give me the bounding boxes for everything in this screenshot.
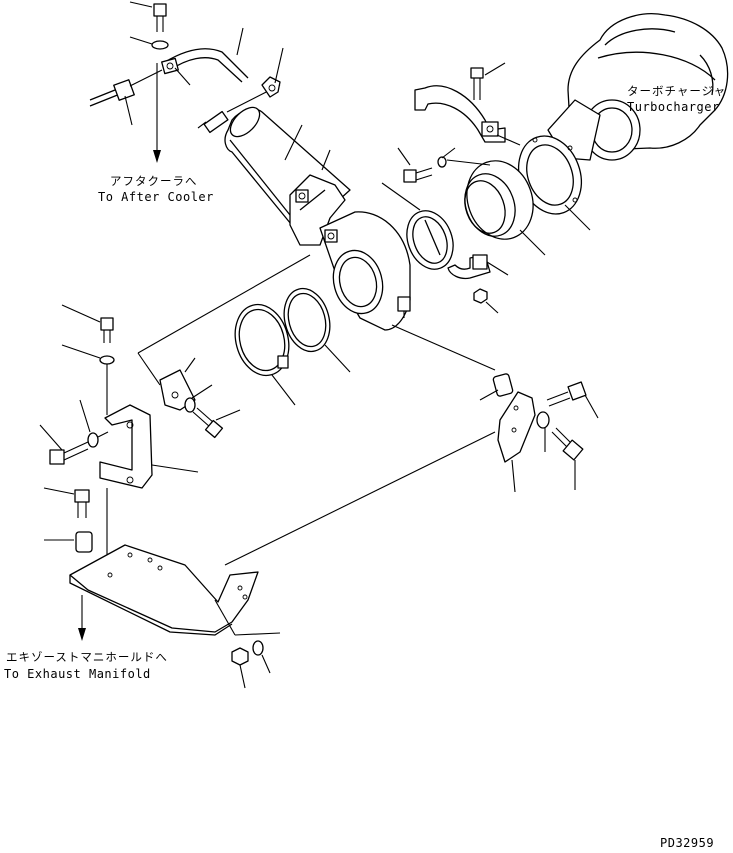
hose-washer	[151, 40, 169, 50]
turbo-gasket	[518, 135, 582, 215]
pipe-ring-large	[234, 303, 290, 377]
small-bracket-bolt	[192, 407, 224, 439]
clamp-bolt-top	[470, 67, 484, 100]
aftercooler-arrow-head	[153, 150, 161, 163]
right-bolt-lower	[551, 427, 584, 461]
plate-washer	[252, 640, 264, 656]
hose-elbow	[261, 76, 281, 98]
exhaust-arrow-head	[78, 628, 86, 641]
plate-nut	[231, 647, 249, 666]
small-bracket-washer	[184, 397, 196, 413]
base-plate	[69, 544, 259, 636]
pipe-ring-small	[283, 287, 331, 353]
turbocharger-label-jp: ターボチャージャ	[627, 84, 727, 98]
l-bracket	[99, 404, 153, 489]
turbocharger-label-en: Turbocharger	[627, 100, 720, 114]
right-spacer	[492, 373, 514, 397]
hose-bolt	[153, 3, 167, 32]
clamp-nut	[473, 288, 488, 304]
adapter-flange	[464, 160, 534, 240]
flange-bolt	[403, 156, 447, 183]
drawing-number: PD32959	[660, 836, 715, 850]
exhaust-label-en: To Exhaust Manifold	[4, 667, 151, 681]
right-washer	[536, 411, 550, 429]
right-bracket	[497, 391, 536, 463]
plate-spacer	[75, 531, 93, 553]
bracket-washer-upper	[99, 355, 115, 365]
bracket-bolt-upper	[100, 317, 114, 343]
right-bolt-upper	[546, 381, 587, 407]
pipe-bracket	[289, 174, 346, 246]
aftercooler-label-jp: アフタクーラへ	[110, 174, 198, 188]
seal-ring	[406, 210, 454, 270]
l-bracket-bolt	[49, 441, 89, 465]
l-bracket-washer	[87, 432, 99, 448]
sensor-probe	[89, 69, 163, 107]
lower-clamp	[447, 254, 491, 280]
upper-clamp	[414, 85, 506, 143]
aftercooler-label-en: To After Cooler	[98, 190, 214, 204]
elbow-housing	[319, 211, 411, 331]
plate-bolt	[74, 489, 90, 518]
exhaust-label-jp: エキゾーストマニホールドへ	[6, 650, 168, 664]
hose-clamp	[161, 57, 179, 75]
